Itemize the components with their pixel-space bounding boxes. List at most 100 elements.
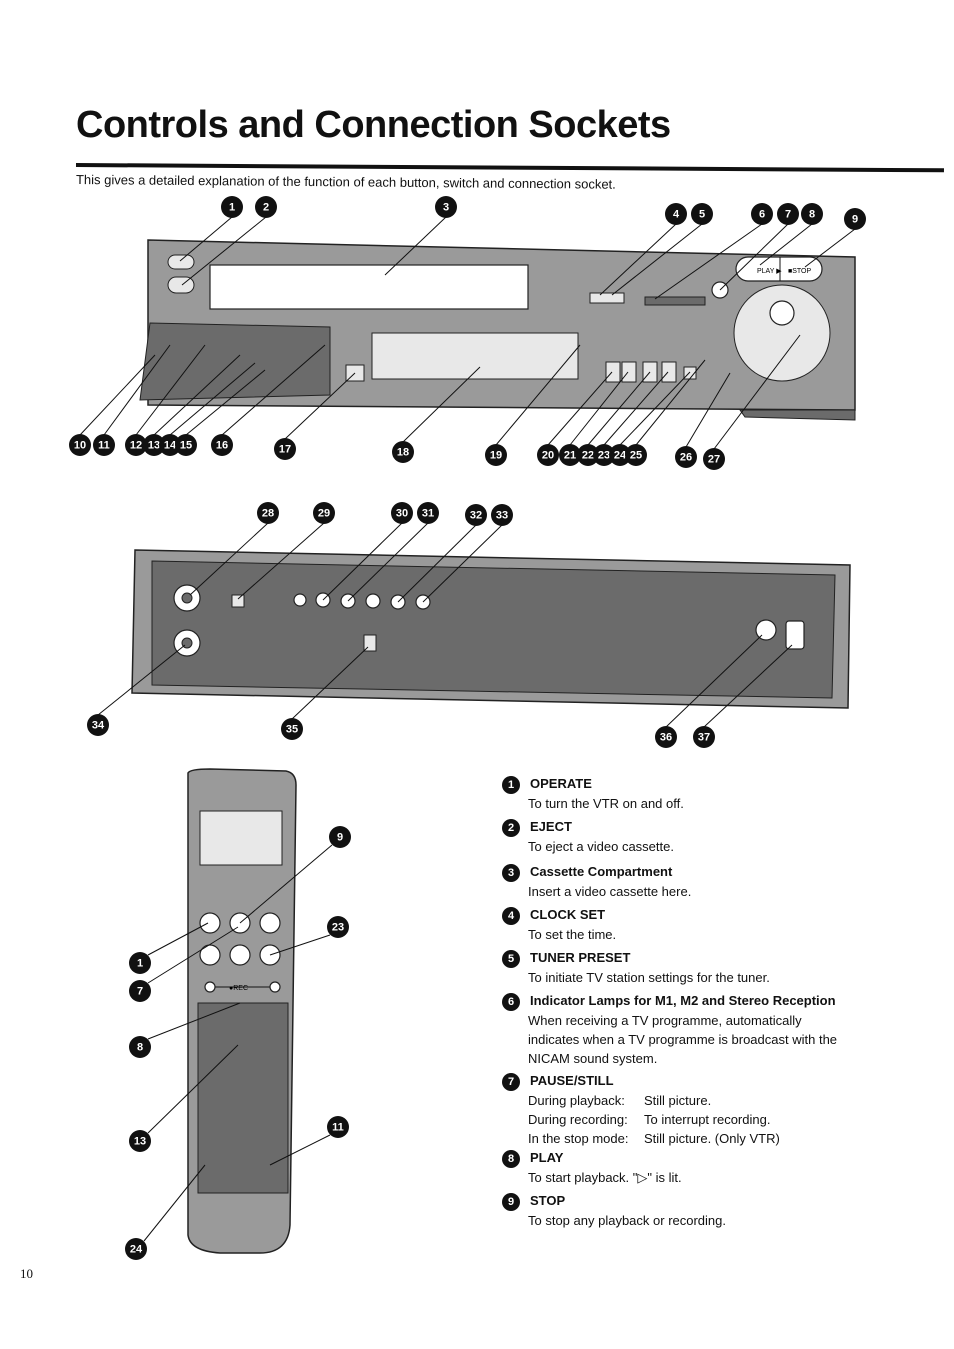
front-callout-10-leader	[79, 354, 156, 436]
front-callout-14-leader	[169, 362, 256, 436]
mode-label: During playback:	[528, 1093, 625, 1108]
front-callout-21-number: 21	[564, 450, 576, 462]
front-callout-19-leader	[495, 344, 581, 446]
front-callout-18-badge	[392, 441, 414, 463]
rear-callout-30-badge	[391, 502, 413, 524]
rear-callout-33-number: 33	[496, 510, 508, 522]
item-description: To eject a video cassette.	[528, 837, 674, 856]
remote-rec-label: ●REC	[229, 985, 248, 992]
intro-text: This gives a detailed explanation of the…	[75, 172, 616, 192]
front-callout-23-badge	[593, 444, 615, 466]
rear-callout-35-leader	[291, 646, 369, 720]
rear-callout-37-number: 37	[698, 732, 710, 744]
front-callout-15-leader	[185, 369, 266, 436]
front-callout-17-badge	[274, 438, 296, 460]
front-callout-20-number: 20	[542, 450, 554, 462]
remote-right-callout-9-badge	[329, 826, 351, 848]
rear-callout-36-number: 36	[660, 732, 672, 744]
item-description: Insert a video cassette here.	[528, 882, 691, 901]
item-description-line: To set the time.	[528, 927, 617, 942]
small-buttons-row	[605, 361, 697, 383]
front-callout-5-badge	[691, 203, 713, 225]
front-callout-27-number: 27	[708, 454, 720, 466]
front-callout-16-number: 16	[216, 440, 228, 452]
item-title: CLOCK SET	[530, 907, 606, 922]
mode-label: During recording:	[528, 1112, 628, 1127]
item-description-line: To initiate TV station settings for the …	[528, 970, 770, 985]
remote-left-callout-13-badge	[129, 1130, 151, 1152]
rear-callout-33-badge	[491, 504, 513, 526]
remote-left-callout-13-leader	[147, 1044, 239, 1134]
mode-effect: Still picture. (Only VTR)	[644, 1131, 780, 1146]
front-callout-24-badge	[609, 444, 631, 466]
mode-effect: Still picture.	[644, 1093, 712, 1108]
front-callout-8-leader	[759, 223, 813, 266]
front-callout-25-leader	[635, 359, 706, 446]
remote-right-callout-23-badge	[327, 916, 349, 938]
front-callout-13-badge	[143, 434, 165, 456]
item-description-line: To eject a video cassette.	[528, 839, 674, 854]
front-callout-18-leader	[402, 366, 481, 443]
item-description: To stop any playback or recording.	[528, 1211, 726, 1230]
item-description: During playback: Still picture. During rec…	[528, 1091, 780, 1148]
remote-left-callout-24-badge	[125, 1238, 147, 1260]
item-number-badge: 7	[502, 1073, 520, 1091]
item-description-line: Insert a video cassette here.	[528, 884, 692, 899]
front-callout-22-leader	[587, 371, 651, 446]
item-description-line: To turn the VTR on and off.	[528, 796, 684, 811]
front-callout-5-leader	[611, 223, 703, 296]
vtr-foot	[739, 409, 856, 421]
item-description: To start playback. "▷" is lit.	[528, 1168, 682, 1187]
rear-callout-30-leader	[322, 522, 403, 601]
front-flap-shape	[139, 322, 331, 401]
front-callout-23-number: 23	[598, 450, 610, 462]
item-title: OPERATE	[530, 776, 592, 791]
remote-right-callout-23-number: 23	[332, 922, 344, 934]
rear-callout-36-leader	[665, 634, 763, 728]
front-callout-2-leader	[181, 216, 267, 286]
rear-callout-34-leader	[97, 644, 186, 716]
remote-left-callout-1-leader	[147, 922, 209, 956]
front-callout-20-badge	[537, 444, 559, 466]
front-callout-13-leader	[153, 354, 241, 436]
item-description-line: NICAM sound system.	[528, 1051, 658, 1066]
front-callout-1-badge	[221, 196, 243, 218]
clock-set-button-shape	[589, 292, 625, 304]
item-description: When receiving a TV programme, automatic…	[528, 1011, 837, 1068]
front-callout-4-number: 4	[673, 209, 680, 221]
front-callout-24-number: 24	[614, 450, 627, 462]
front-callout-8-badge	[801, 203, 823, 225]
remote-right-callout-11-leader	[269, 1134, 331, 1166]
front-callout-27-leader	[713, 334, 801, 450]
rear-callout-35-number: 35	[286, 724, 298, 736]
front-callout-9-leader	[804, 228, 856, 268]
front-callout-10-number: 10	[74, 440, 86, 452]
front-callout-3-leader	[384, 216, 447, 276]
front-callout-6-badge	[751, 203, 773, 225]
remote-rec-bar: ●REC	[204, 981, 281, 993]
page-title: Controls and Connection Sockets	[76, 104, 671, 146]
front-callout-23-leader	[603, 371, 669, 446]
front-callout-20-leader	[547, 371, 613, 446]
front-callout-2-number: 2	[263, 202, 269, 214]
front-callout-27-badge	[703, 448, 725, 470]
page-number: 10	[20, 1266, 33, 1281]
remote-left-callout-24-leader	[143, 1164, 206, 1242]
rear-callout-36-badge	[655, 726, 677, 748]
item-title: PLAY	[530, 1150, 564, 1165]
rear-callout-34-badge	[87, 714, 109, 736]
eject-button-shape	[167, 276, 195, 294]
item-title: TUNER PRESET	[530, 950, 631, 965]
remote-right-callout-9-number: 9	[337, 832, 343, 844]
item-number-badge: 9	[502, 1193, 520, 1211]
front-callout-12-leader	[135, 344, 206, 436]
front-callout-8-number: 8	[809, 209, 815, 221]
item-description: To set the time.	[528, 925, 616, 944]
item-description-line: To stop any playback or recording.	[528, 1213, 726, 1228]
cassette-compartment-shape	[209, 264, 529, 310]
front-callout-16-badge	[211, 434, 233, 456]
front-callout-26-badge	[675, 446, 697, 468]
item-title: Cassette Compartment	[530, 864, 673, 879]
